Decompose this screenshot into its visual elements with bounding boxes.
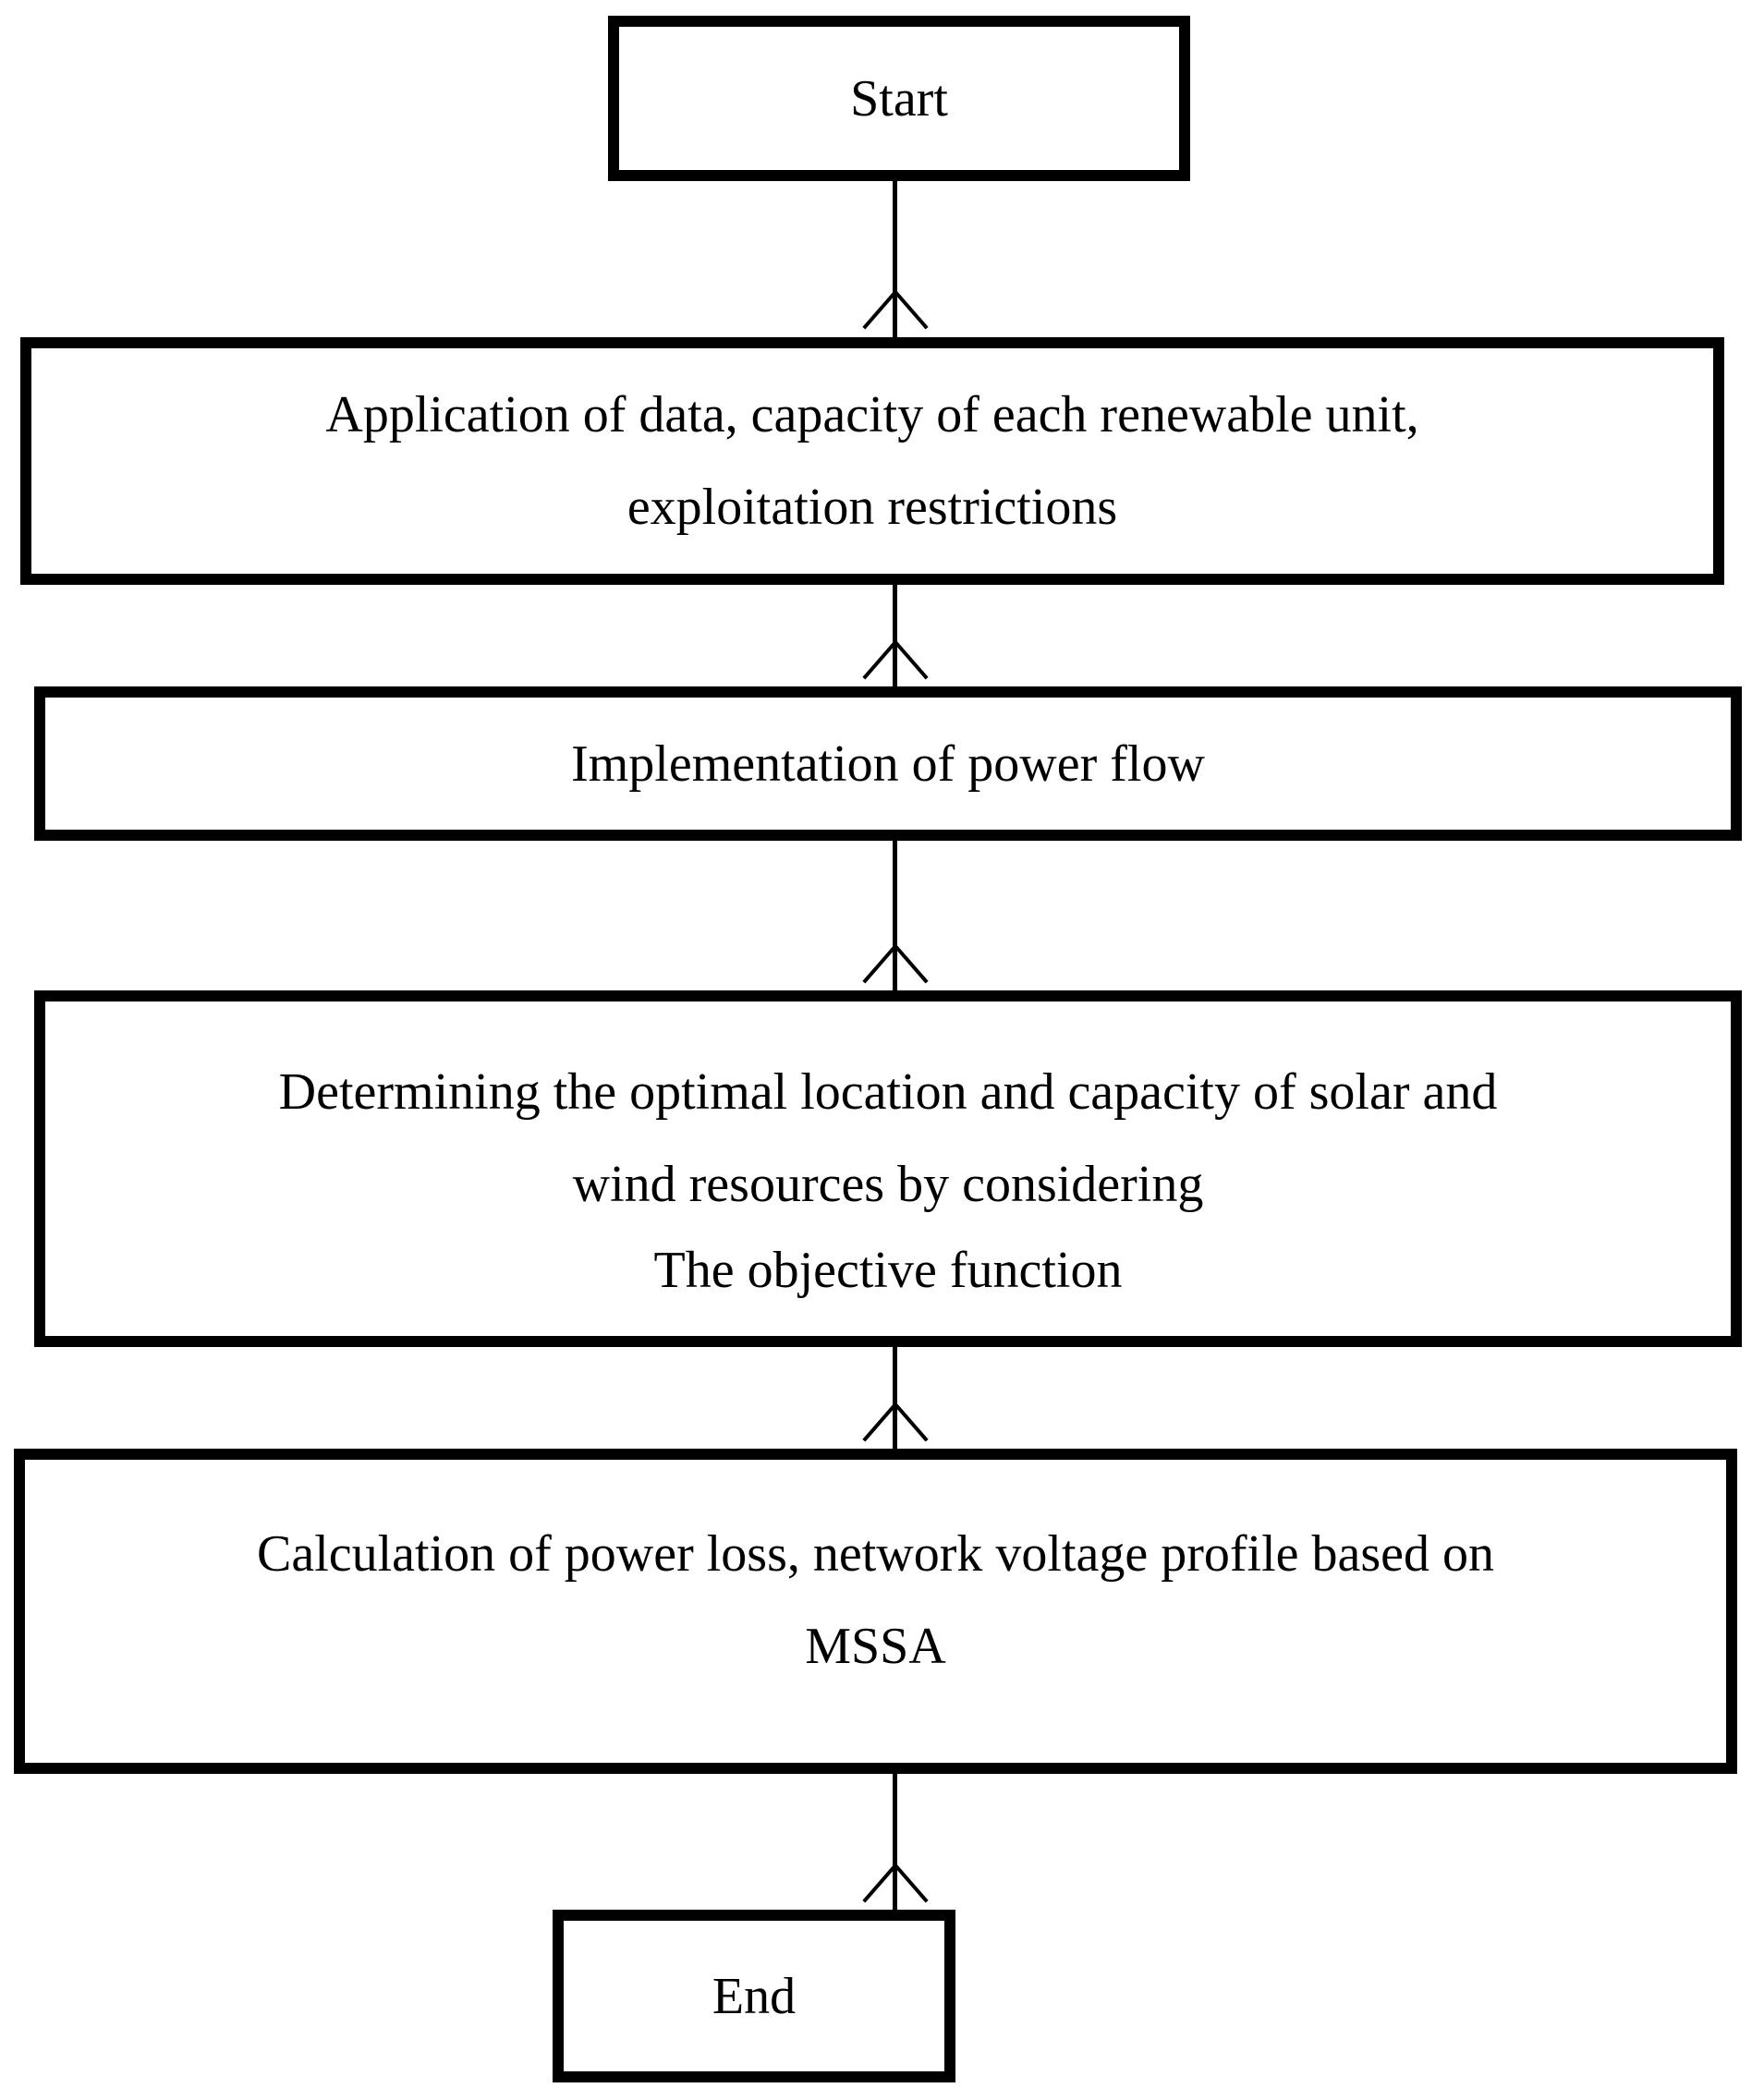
arrowhead-wing-left xyxy=(861,1402,897,1442)
connector-shaft xyxy=(893,181,897,337)
connector-start-to-inputs xyxy=(861,181,929,337)
node-end[interactable]: End xyxy=(553,1910,955,2082)
node-end-line-1: End xyxy=(712,1967,797,2025)
connector-calculation-to-end xyxy=(861,1774,929,1910)
arrowhead-wing-right xyxy=(893,1402,929,1442)
node-power-flow-line-1: Implementation of power flow xyxy=(571,734,1205,793)
node-optimal-location[interactable]: Determining the optimal location and cap… xyxy=(34,990,1742,1347)
node-inputs-line-1: Application of data, capacity of each re… xyxy=(325,386,1419,443)
connector-shaft xyxy=(893,1774,897,1910)
connector-inputs-to-power-flow xyxy=(861,585,929,686)
node-calculation[interactable]: Calculation of power loss, network volta… xyxy=(14,1449,1737,1774)
node-optimal-location-line-1: Determining the optimal location and cap… xyxy=(278,1063,1498,1121)
arrowhead-wing-left xyxy=(861,640,897,680)
node-optimal-location-line-2: wind resources by considering xyxy=(572,1156,1204,1213)
connector-shaft xyxy=(893,841,897,990)
node-power-flow[interactable]: Implementation of power flow xyxy=(34,686,1742,841)
connector-shaft xyxy=(893,585,897,686)
node-optimal-location-line-3: The objective function xyxy=(653,1242,1123,1299)
arrowhead-wing-right xyxy=(893,1863,929,1903)
arrowhead-wing-left xyxy=(861,1863,897,1903)
connector-optimal-to-calculation xyxy=(861,1347,929,1449)
node-inputs[interactable]: Application of data, capacity of each re… xyxy=(20,337,1724,585)
arrowhead-wing-right xyxy=(893,640,929,680)
arrowhead-wing-left xyxy=(861,944,897,984)
connector-shaft xyxy=(893,1347,897,1449)
node-calculation-line-2: MSSA xyxy=(805,1618,946,1675)
node-inputs-line-2: exploitation restrictions xyxy=(627,479,1118,536)
arrowhead-wing-right xyxy=(893,290,929,330)
connector-power-flow-to-optimal xyxy=(861,841,929,990)
arrowhead-wing-left xyxy=(861,290,897,330)
node-start-line-1: Start xyxy=(850,69,948,127)
node-calculation-line-1: Calculation of power loss, network volta… xyxy=(257,1525,1494,1583)
node-start[interactable]: Start xyxy=(608,16,1190,181)
arrowhead-wing-right xyxy=(893,944,929,984)
